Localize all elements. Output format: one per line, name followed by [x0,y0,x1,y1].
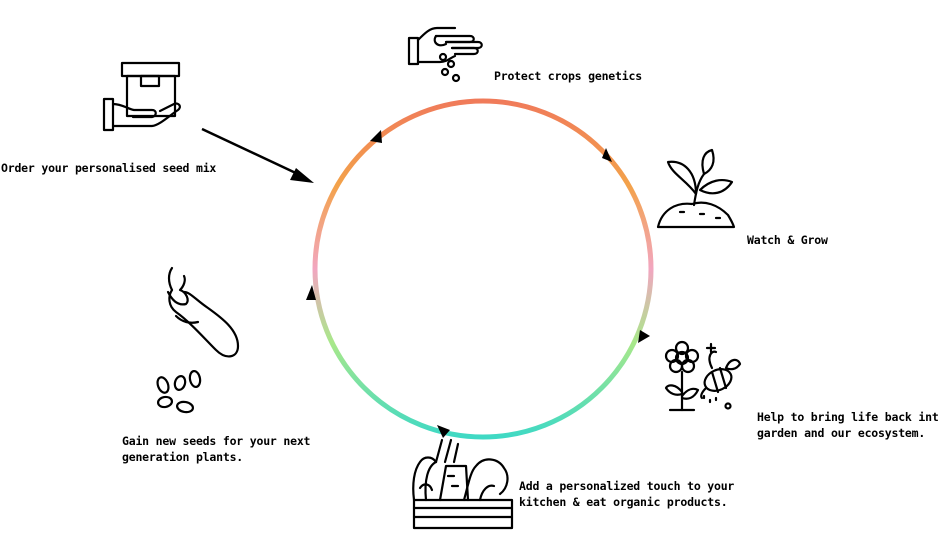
step-text: kitchen & eat organic products. [519,495,728,509]
step-label-protect: Protect crops genetics [494,68,642,84]
ring-arrow-bottom-left [437,425,450,438]
step-text: garden and our ecosystem. [757,426,926,440]
step-text: Add a personalized touch to your [519,479,735,493]
ring-arrow-top-left [370,130,382,143]
entry-arrow-line [201,127,301,177]
eggplant-seeds-icon [156,266,240,414]
sprout-icon [656,148,736,229]
step-label-ecosystem: Help to bring life back into your garden… [757,409,938,441]
step-text: Order your personalised seed mix [1,161,217,175]
step-label-seeds: Gain new seeds for your next generation … [122,433,310,465]
step-label-grow: Watch & Grow [747,232,828,248]
step-text: generation plants. [122,450,244,464]
hand-sowing-seeds-icon [407,26,483,83]
vegetable-crate-icon [412,438,514,530]
step-text: Watch & Grow [747,233,828,247]
ring-arrow-left [306,285,316,300]
seed-box-hand-icon [102,61,181,132]
cycle-ring [312,98,654,440]
entry-arrowhead [290,168,314,183]
step-text: Protect crops genetics [494,69,642,83]
ring-arrow-top-right [602,148,612,162]
step-text: Gain new seeds for your next [122,434,311,448]
ring-arrow-right [638,330,650,343]
step-text: Help to bring life back into your [757,410,938,424]
step-label-kitchen: Add a personalized touch to your kitchen… [519,478,734,510]
step-label-order: Order your personalised seed mix [1,160,216,176]
flower-bee-icon [664,340,742,412]
